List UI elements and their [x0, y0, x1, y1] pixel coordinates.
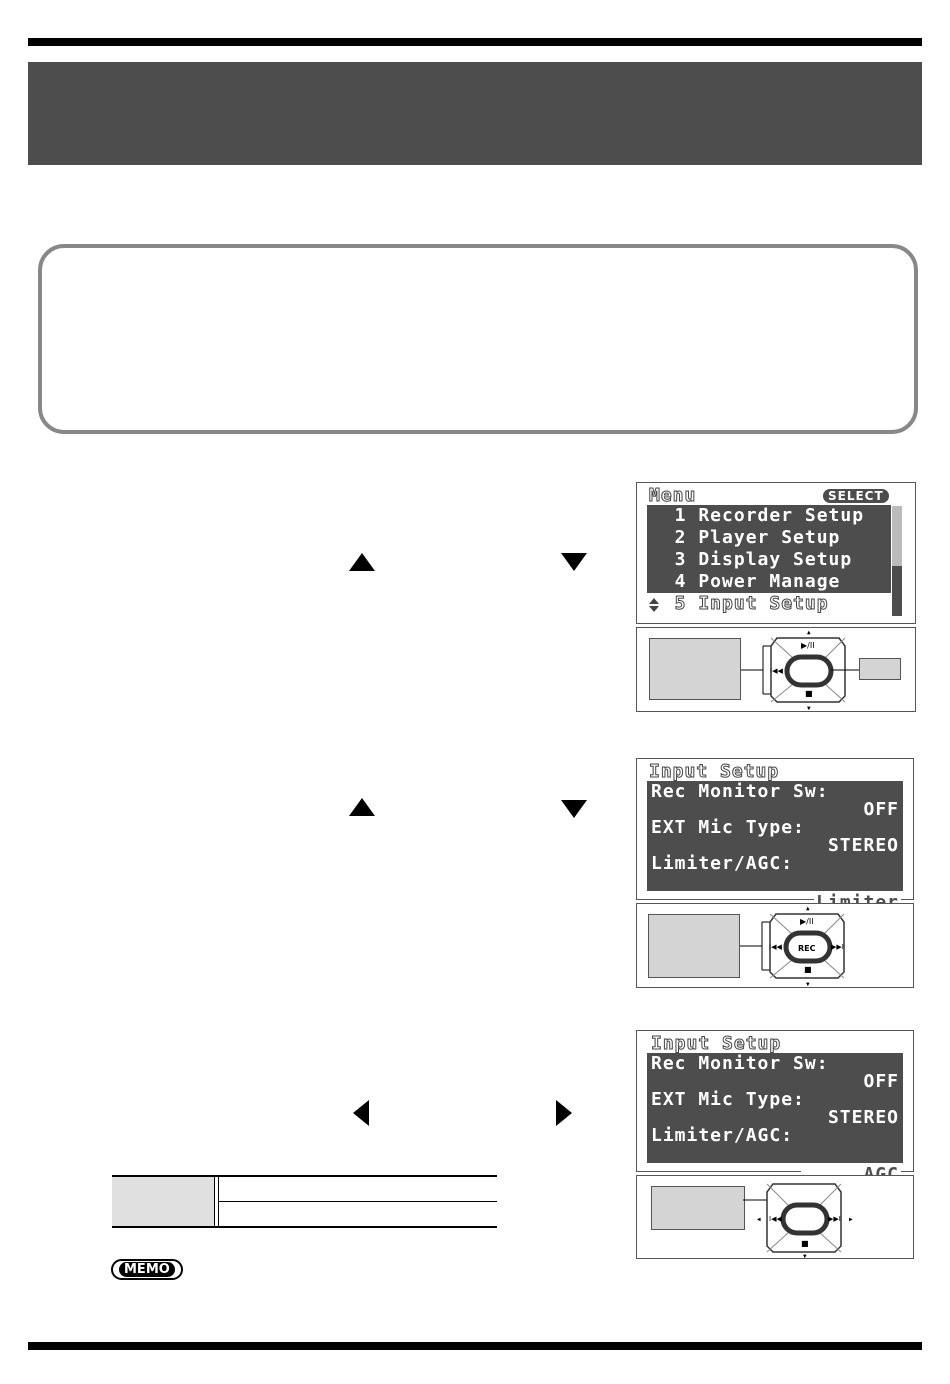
lcd-title: Input Setup: [650, 1033, 782, 1055]
memo-badge: MEMO: [111, 1259, 183, 1280]
table-rule-middle: [219, 1201, 497, 1202]
table-divider-vertical: [218, 1177, 219, 1226]
setting-label: EXT Mic Type:: [651, 817, 805, 838]
menu-item[interactable]: 2 Player Setup: [651, 527, 841, 548]
svg-text:I◀◀: I◀◀: [769, 1215, 782, 1223]
menu-item[interactable]: 5 Input Setup: [651, 593, 829, 615]
lcd-panel: [647, 781, 903, 891]
setting-value: STEREO: [827, 835, 899, 856]
table-header-cell: [112, 1177, 214, 1226]
lcd-screen-input-setup: Input Setup Rec Monitor Sw: OFF EXT Mic …: [636, 1030, 914, 1185]
lcd-title: Menu: [648, 485, 697, 507]
scrollbar: [891, 505, 903, 617]
svg-text:▶▶I: ▶▶I: [828, 1215, 841, 1223]
svg-text:▼: ▼: [806, 981, 810, 986]
up-arrow-icon: [349, 798, 375, 816]
table-rule-bottom: [112, 1226, 497, 1228]
svg-text:▲: ▲: [807, 630, 811, 636]
down-arrow-icon: [561, 553, 587, 571]
svg-text:■: ■: [805, 689, 813, 698]
controller-panel: I◀◀ ▶▶I ■ ◀ ▶ ▼: [636, 1175, 914, 1259]
setting-label: Rec Monitor Sw:: [651, 781, 829, 802]
up-arrow-icon: [349, 553, 375, 571]
controller-panel: REC ▶/II I◀◀ ▶▶I ■ ▲ ▼: [636, 903, 914, 988]
top-rule: [28, 38, 922, 46]
memo-label: MEMO: [119, 1262, 175, 1277]
svg-text:▼: ▼: [803, 1253, 807, 1258]
table-divider-vertical: [214, 1177, 215, 1226]
setting-value: OFF: [863, 799, 899, 820]
down-arrow-icon: [561, 800, 587, 818]
callout-box: [648, 914, 740, 978]
svg-text:▲: ▲: [806, 906, 810, 912]
header-band: [28, 62, 922, 165]
callout-box-rec: [859, 658, 901, 680]
setting-label: Limiter/AGC:: [651, 1125, 794, 1146]
callout-box: [649, 638, 741, 700]
right-arrow-icon: [556, 1100, 572, 1126]
select-badge: SELECT: [823, 489, 889, 503]
svg-text:■: ■: [804, 965, 812, 974]
setting-label: Rec Monitor Sw:: [651, 1053, 829, 1074]
svg-text:▶/II: ▶/II: [801, 641, 815, 650]
svg-text:▶/II: ▶/II: [800, 917, 814, 926]
setting-label: Limiter/AGC:: [651, 853, 794, 874]
cursor-pad-icon: ▶/II I◀◀ ■ ▲ ▼: [741, 630, 859, 710]
menu-item[interactable]: 3 Display Setup: [651, 549, 853, 570]
lcd-panel: [647, 1053, 903, 1163]
setting-value: STEREO: [827, 1107, 899, 1128]
scroll-thumb: [892, 566, 902, 616]
controller-panel: ▶/II I◀◀ ■ ▲ ▼: [636, 627, 916, 712]
lcd-screen-input-setup: Input Setup Rec Monitor Sw: OFF EXT Mic …: [636, 758, 914, 913]
svg-text:▶▶I: ▶▶I: [831, 943, 844, 951]
callout-box: [651, 1186, 745, 1230]
lcd-screen-menu: Menu SELECT 1 Recorder Setup 2 Player Se…: [636, 482, 916, 624]
svg-text:■: ■: [801, 1239, 809, 1248]
cursor-pad-icon: I◀◀ ▶▶I ■ ◀ ▶ ▼: [743, 1183, 853, 1258]
note-box: [38, 244, 918, 434]
table-rule-top: [112, 1175, 497, 1177]
menu-item[interactable]: 1 Recorder Setup: [651, 505, 865, 526]
svg-text:◀: ◀: [757, 1216, 761, 1223]
svg-text:REC: REC: [798, 944, 816, 953]
setting-value: OFF: [863, 1071, 899, 1092]
cursor-pad-icon: REC ▶/II I◀◀ ▶▶I ■ ▲ ▼: [740, 906, 845, 986]
svg-text:I◀◀: I◀◀: [769, 943, 782, 951]
menu-item[interactable]: 4 Power Manage: [651, 571, 841, 592]
lcd-menu-panel: [647, 505, 891, 593]
svg-text:▶: ▶: [849, 1216, 853, 1223]
bottom-rule: [28, 1342, 922, 1350]
left-arrow-icon: [353, 1100, 369, 1126]
scroll-updown-icon: [649, 598, 659, 612]
svg-text:▼: ▼: [807, 705, 811, 710]
svg-text:I◀◀: I◀◀: [770, 667, 783, 675]
setting-label: EXT Mic Type:: [651, 1089, 805, 1110]
lcd-title: Input Setup: [648, 761, 780, 783]
